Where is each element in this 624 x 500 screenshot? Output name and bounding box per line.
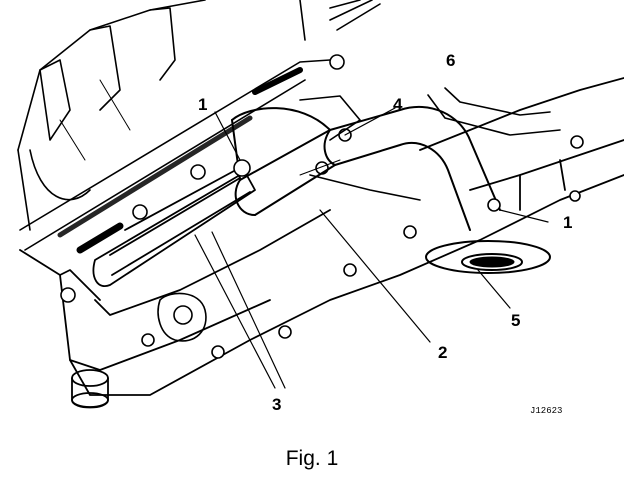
bolt xyxy=(487,198,501,212)
callout-1-right: 1 xyxy=(563,213,572,232)
pipe-bracket xyxy=(299,95,421,201)
bolt xyxy=(329,54,345,70)
bolt xyxy=(141,333,155,347)
callout-5: 5 xyxy=(511,311,520,330)
bolt xyxy=(190,164,206,180)
bolts xyxy=(60,54,584,359)
bolt xyxy=(132,204,148,220)
shield-piece xyxy=(427,87,561,136)
callout-4: 4 xyxy=(393,95,403,114)
leader-lines xyxy=(194,107,549,389)
callout-3: 3 xyxy=(272,395,281,414)
bolt xyxy=(278,325,292,339)
bolt xyxy=(403,225,417,239)
oil-pan-body xyxy=(19,77,624,396)
oil-pickup-pipe xyxy=(231,105,501,231)
bolt xyxy=(233,159,251,177)
bolt xyxy=(570,135,584,149)
callout-1-left: 1 xyxy=(198,95,207,114)
strainer-inlet xyxy=(425,240,551,274)
bolt xyxy=(343,263,357,277)
bolt xyxy=(60,287,76,303)
callout-2: 2 xyxy=(438,343,447,362)
figure-caption: Fig. 1 xyxy=(285,447,339,470)
bolt xyxy=(569,190,581,202)
baffle-frame xyxy=(92,164,256,287)
engine-block xyxy=(17,0,381,231)
figure-ref-code: J12623 xyxy=(530,406,562,416)
callout-6: 6 xyxy=(446,51,455,70)
drain-plug xyxy=(71,369,109,409)
bolt xyxy=(211,345,225,359)
sump-boss xyxy=(157,292,207,342)
